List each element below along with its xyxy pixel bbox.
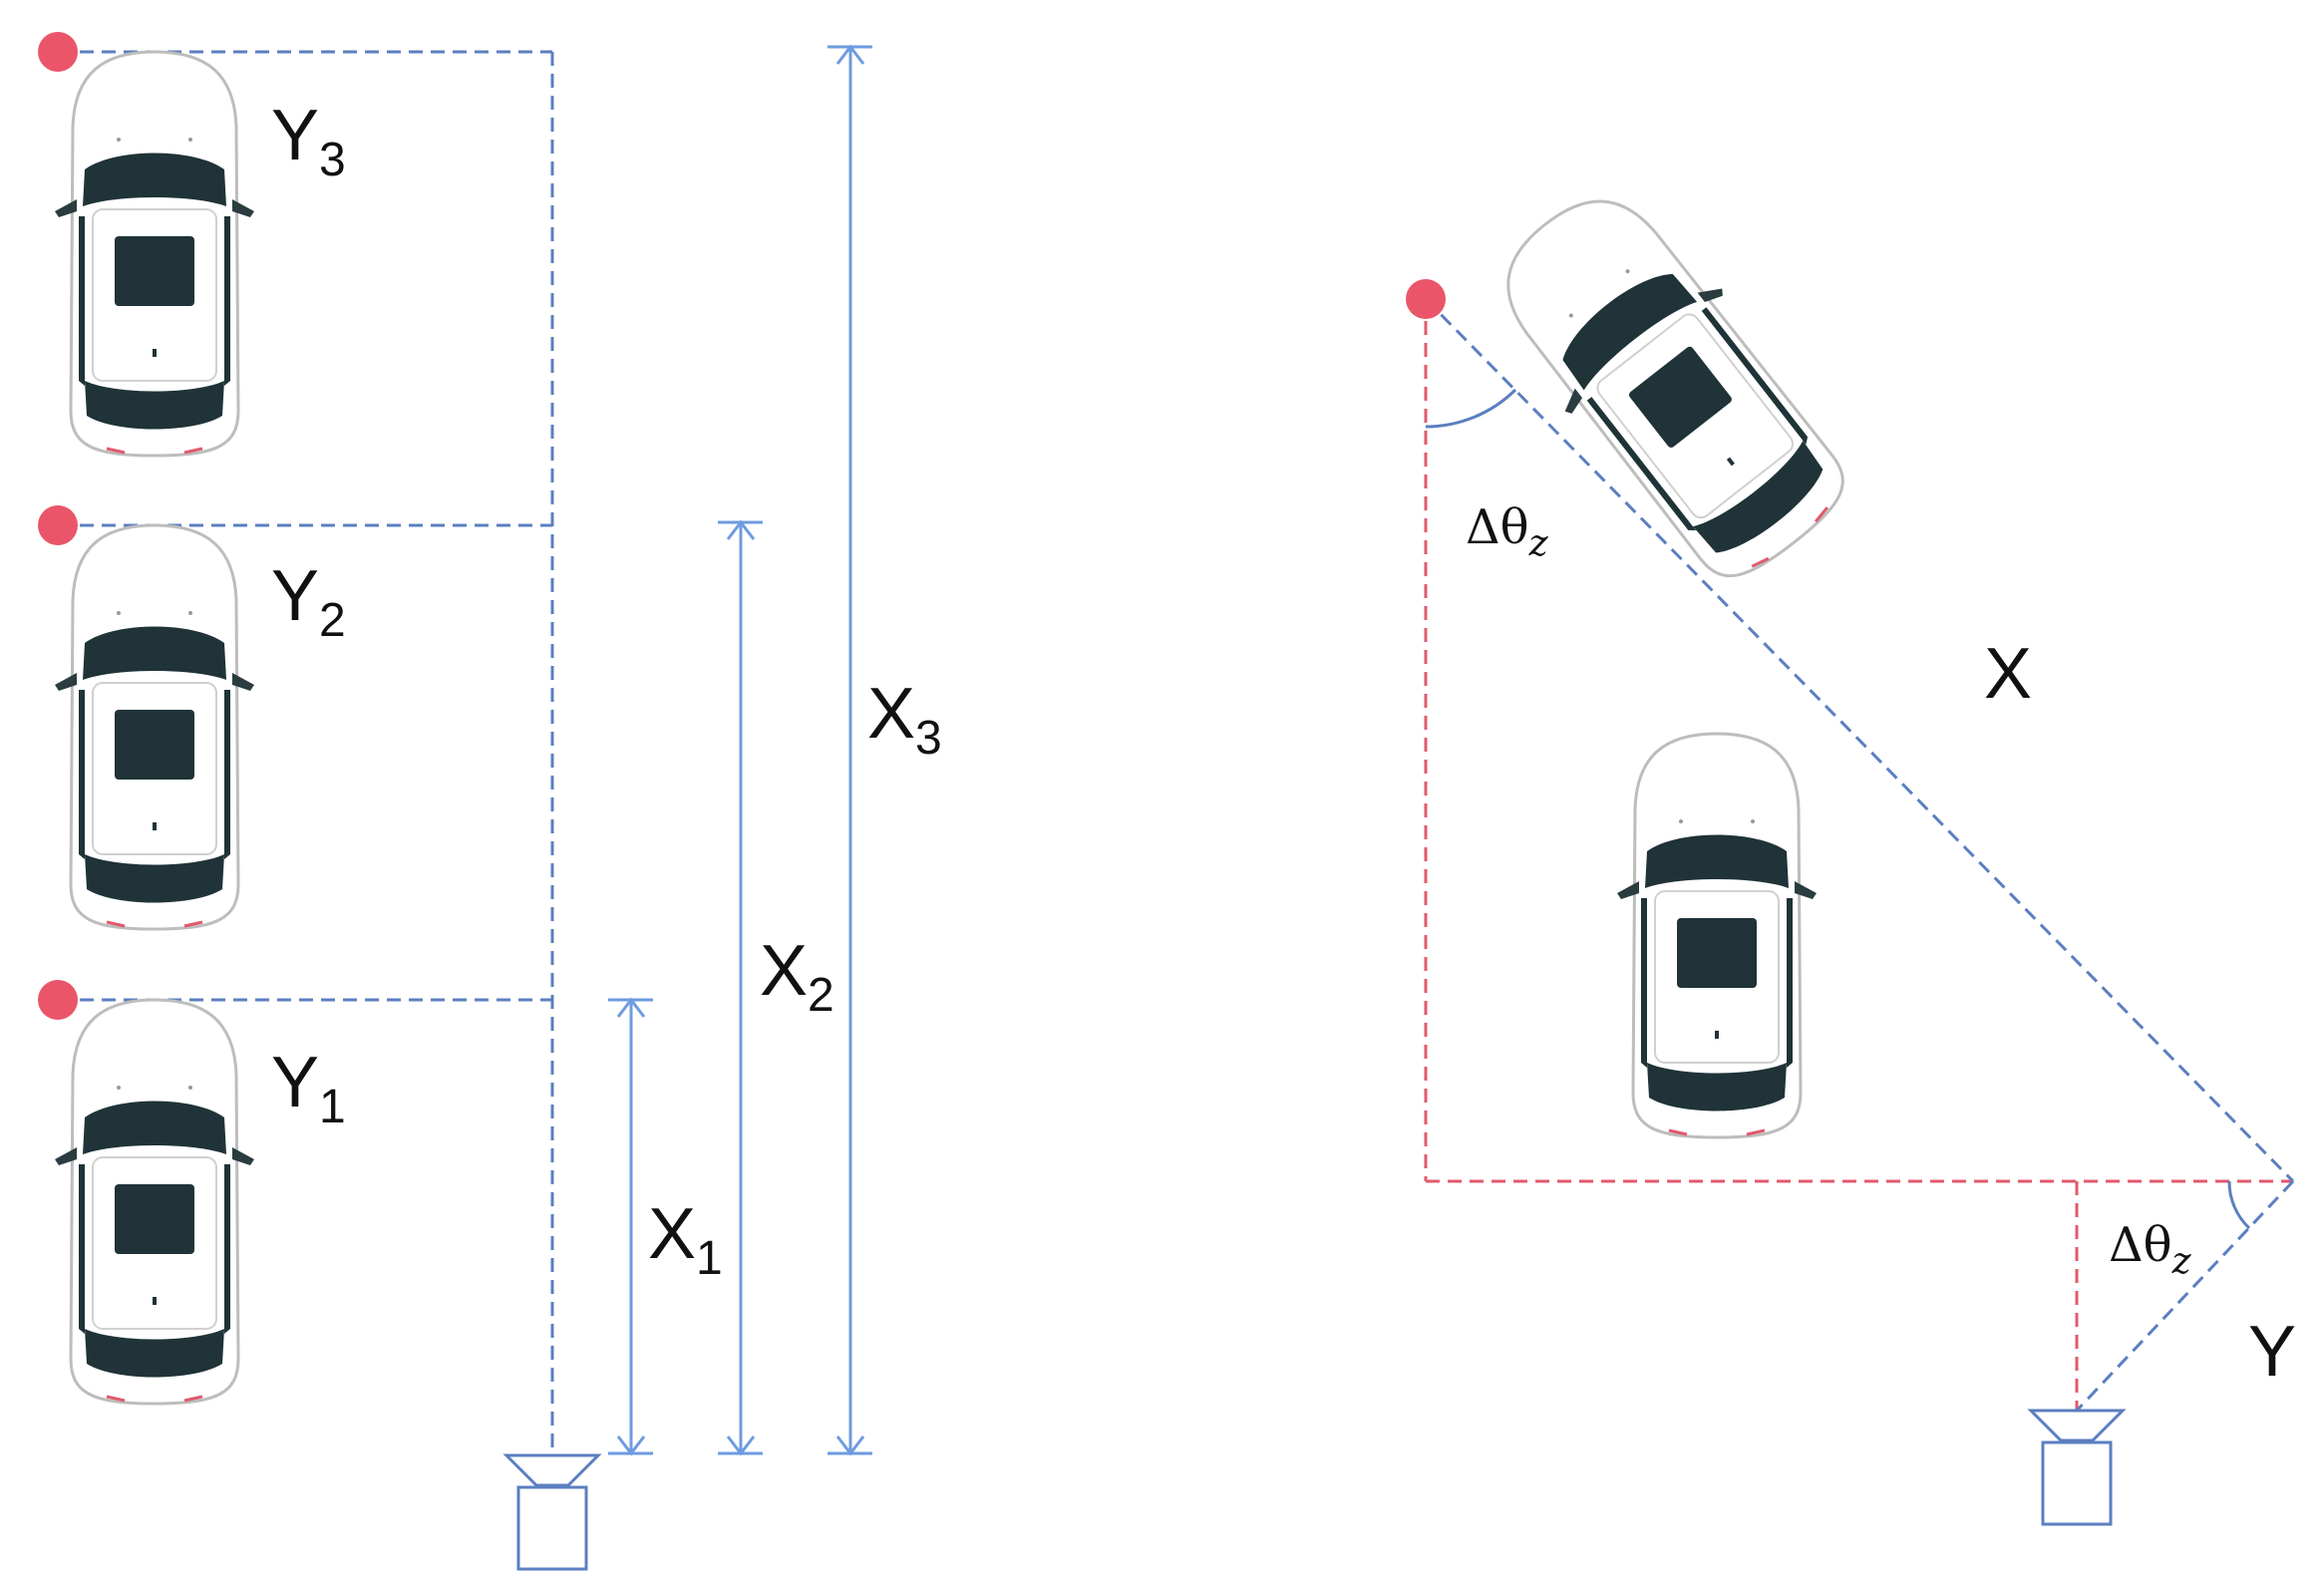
left-panel: Y3 Y2 Y1 <box>38 32 942 1571</box>
right-panel: Δθz Δθz X Y <box>1406 160 2296 1526</box>
label-y3: Y3 <box>271 96 346 186</box>
center-car <box>1615 732 1819 1139</box>
angle-arc-bottom <box>2227 1180 2251 1230</box>
car-2 <box>53 523 256 931</box>
blue-dashed-rays <box>1424 297 2295 1413</box>
label-x1: X1 <box>648 1194 723 1285</box>
car-1 <box>53 998 256 1406</box>
label-y2: Y2 <box>271 556 346 647</box>
corner-marker-rotated-car <box>1406 279 1446 319</box>
arrow-x2 <box>718 519 763 1456</box>
arrow-x3 <box>828 44 872 1456</box>
arrow-x1 <box>608 997 653 1456</box>
camera-icon-right <box>2029 1409 2125 1526</box>
label-x3: X3 <box>867 674 942 765</box>
ray-lateral-y <box>2075 1179 2295 1413</box>
label-y-lateral: Y <box>2248 1312 2296 1392</box>
red-dashed-legs <box>1424 299 2293 1411</box>
car-3 <box>53 50 256 458</box>
label-y1: Y1 <box>271 1043 346 1133</box>
corner-marker-car-2 <box>38 505 78 545</box>
label-delta-theta-top: Δθz <box>1466 499 1549 564</box>
corner-marker-car-3 <box>38 32 78 72</box>
corner-marker-car-1 <box>38 980 78 1020</box>
camera-icon <box>504 1453 600 1571</box>
ray-hypotenuse-x <box>1424 297 2295 1183</box>
distance-arrows <box>608 44 872 1456</box>
left-dashed-guides <box>58 50 554 1455</box>
angle-arc-top <box>1425 388 1517 429</box>
label-x2: X2 <box>760 931 834 1022</box>
label-x-hypotenuse: X <box>1984 634 2032 714</box>
label-delta-theta-bottom: Δθz <box>2109 1217 2192 1282</box>
